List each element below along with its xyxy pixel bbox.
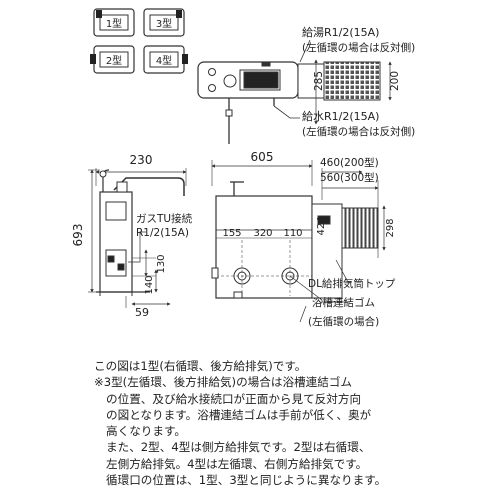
legend-type3-label: 3型 bbox=[156, 17, 172, 30]
legend-type3: 3型 bbox=[143, 8, 185, 37]
front-dim-460: 460(200型) bbox=[320, 156, 379, 169]
note-line: 循環口の位置は、1型、3型と同じように異なります。 bbox=[106, 473, 387, 488]
legend-type4-label: 4型 bbox=[156, 54, 172, 67]
note-line: 左側方給排気。4型は左循環、右側方給排気です。 bbox=[106, 456, 368, 471]
legend-type4: 4型 bbox=[143, 45, 188, 74]
legend-type1-label: 1型 bbox=[106, 17, 122, 30]
front-dim-155: 155 bbox=[222, 228, 241, 239]
legend-type2: 2型 bbox=[90, 45, 135, 74]
dim-140: 140 bbox=[144, 275, 155, 294]
front-dim-424: 424 bbox=[316, 216, 327, 235]
side-dim-width: 230 bbox=[130, 153, 153, 167]
side-dim-height: 693 bbox=[71, 224, 85, 247]
dl-vent-label: DL給排気筒トップ bbox=[308, 277, 396, 290]
bath-gum-note: (左循環の場合) bbox=[308, 315, 379, 328]
gas-label-line2: R1/2(15A) bbox=[136, 227, 189, 239]
hot-water-note: (左循環の場合は反対側) bbox=[302, 41, 415, 54]
note-line: ※3型(左循環、後方排給気)の場合は浴槽連結ゴム bbox=[94, 375, 353, 390]
legend-type1: 1型 bbox=[93, 8, 135, 37]
top-view bbox=[197, 39, 392, 144]
side-view bbox=[88, 168, 187, 308]
front-view bbox=[211, 160, 386, 323]
note-line: 高くなります。 bbox=[106, 424, 186, 439]
dim-200-top: 200 bbox=[389, 71, 401, 91]
note-line: の位置、及び給水接続口が正面から見て反対方向 bbox=[106, 391, 362, 406]
notes-block: この図は1型(右循環、後方給排気)です。 ※3型(左循環、後方排給気)の場合は浴… bbox=[94, 358, 494, 488]
gas-label-line1: ガスTU接続 bbox=[136, 212, 193, 225]
hot-water-label: 給湯R1/2(15A) bbox=[302, 25, 379, 39]
bath-gum-label: 浴槽連結ゴム bbox=[312, 296, 375, 309]
cold-water-label: 給水R1/2(15A) bbox=[302, 109, 379, 123]
front-dim-110: 110 bbox=[283, 228, 302, 239]
note-line: また、2型、4型は側方給排気です。2型は右循環、 bbox=[106, 440, 371, 455]
dim-59: 59 bbox=[135, 306, 149, 319]
cold-water-note: (左循環の場合は反対側) bbox=[302, 125, 415, 138]
front-dim-298: 298 bbox=[385, 218, 396, 237]
technical-drawing: 1型 3型 2型 4型 bbox=[71, 8, 415, 328]
front-dim-560: 560(300型) bbox=[320, 171, 379, 184]
front-dim-width: 605 bbox=[251, 150, 274, 164]
front-dim-320: 320 bbox=[253, 228, 272, 239]
dim-130: 130 bbox=[156, 254, 167, 273]
note-line: この図は1型(右循環、後方給排気)です。 bbox=[94, 359, 307, 373]
note-line: の図となります。浴槽連結ゴムは手前が低く、奥が bbox=[106, 407, 372, 422]
dim-285: 285 bbox=[313, 71, 325, 91]
legend-type2-label: 2型 bbox=[106, 54, 122, 67]
